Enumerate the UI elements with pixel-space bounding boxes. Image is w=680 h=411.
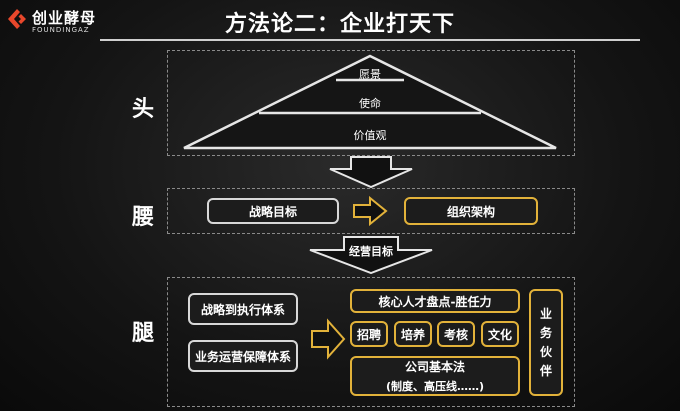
section-label-head: 头 — [132, 97, 155, 122]
item-box-culture: 文化 — [481, 321, 519, 347]
head-region — [167, 50, 575, 156]
company-law-subtitle: (制度、高压线……) — [385, 380, 485, 393]
item-box-recruit: 招聘 — [350, 321, 388, 347]
pyramid-outline — [183, 54, 557, 150]
page-title: 方法论二：企业打天下 — [224, 12, 455, 37]
waist-region — [167, 188, 575, 234]
operation-support-box: 业务运营保障体系 — [188, 340, 298, 372]
pyramid-level-middle: 使命 — [359, 97, 381, 110]
core-talent-box: 核心人才盘点-胜任力 — [350, 289, 520, 313]
pyramid-diagram — [183, 54, 557, 150]
business-partner-box: 业务伙伴 — [529, 289, 563, 396]
logo-mark-icon — [8, 9, 26, 29]
section-label-waist: 腰 — [132, 205, 155, 230]
business-partner-label: 业务伙伴 — [539, 306, 552, 378]
business-goal-label: 经营目标 — [349, 245, 393, 258]
pyramid-level-top: 愿景 — [359, 68, 381, 81]
arrow-right-gold-icon — [311, 318, 346, 360]
org-structure-box: 组织架构 — [404, 197, 538, 225]
title-underline — [100, 39, 640, 41]
item-box-train: 培养 — [394, 321, 432, 347]
pyramid-level-bottom: 价值观 — [353, 129, 387, 142]
company-law-box: 公司基本法 (制度、高压线……) — [350, 356, 520, 396]
strategy-execution-box: 战略到执行体系 — [188, 293, 298, 325]
legs-region — [167, 277, 575, 407]
logo: 创业酵母 FOUNDINGAZ — [6, 6, 116, 36]
section-label-legs: 腿 — [132, 321, 155, 346]
arrow-down-icon — [329, 156, 413, 188]
business-goal-arrow — [309, 236, 433, 274]
logo-name: 创业酵母 — [32, 9, 97, 27]
company-law-title: 公司基本法 — [404, 360, 465, 374]
item-box-assess: 考核 — [437, 321, 475, 347]
strategy-goal-box: 战略目标 — [207, 198, 339, 224]
logo-subtitle: FOUNDINGAZ — [32, 26, 90, 34]
arrow-right-icon — [353, 196, 388, 226]
